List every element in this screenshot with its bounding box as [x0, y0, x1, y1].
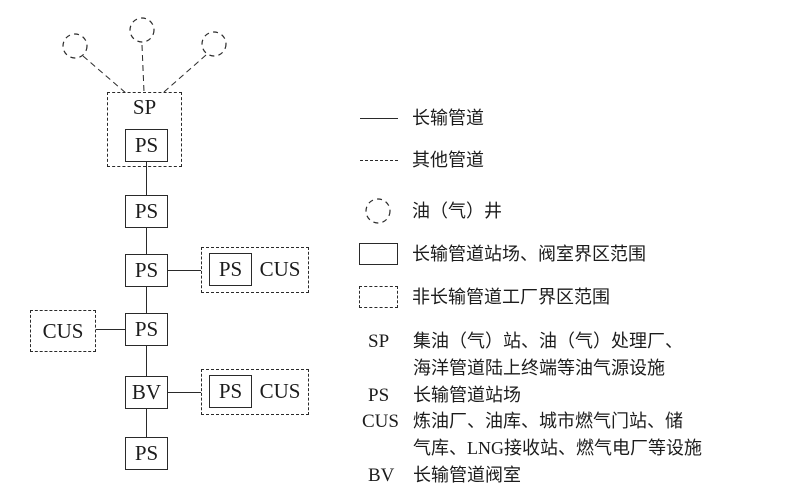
oil-gas-well-icon [62, 33, 88, 59]
legend-solid-rect-symbol [359, 243, 398, 265]
abbr-definition-ps: 长输管道站场 [413, 385, 521, 405]
node-ps-5: PS [125, 437, 168, 470]
abbr-definition-sp: 集油（气）站、油（气）处理厂、 海洋管道陆上终端等油气源设施 [413, 331, 683, 378]
abbr-definition-cus: 炼油厂、油库、城市燃气门站、储 气库、LNG接收站、燃气电厂等设施 [413, 411, 702, 458]
legend-solid-line-symbol [360, 118, 398, 119]
well-feed-line [163, 54, 207, 93]
node-bv-valve-room: BV [125, 376, 168, 409]
trunk-pipeline-segment [146, 287, 147, 313]
sp-group-label: SP [132, 95, 157, 119]
legend-label-trunk-pipeline: 长输管道 [412, 108, 484, 128]
node-ps-3: PS [125, 254, 168, 287]
abbr-definition-bv: 长输管道阀室 [413, 465, 521, 485]
abbr-term-ps: PS [368, 385, 390, 406]
cus-label-left: CUS [42, 318, 84, 343]
legend-label-other-pipeline: 其他管道 [412, 150, 484, 170]
trunk-pipeline-segment [146, 162, 147, 195]
oil-gas-well-icon [201, 31, 227, 57]
oil-gas-well-icon [365, 198, 391, 224]
node-ps-branch2: PS [209, 375, 252, 408]
cus-label-branch1: CUS [259, 257, 301, 281]
wells-cluster [62, 17, 227, 95]
branch-pipeline-segment [168, 270, 201, 271]
trunk-pipeline-segment [146, 346, 147, 376]
legend-label-station-boundary: 长输管道站场、阀室界区范围 [412, 244, 646, 264]
branch1-plant-boundary [201, 247, 309, 293]
branch-pipeline-segment [96, 329, 125, 330]
trunk-pipeline-segment [146, 228, 147, 254]
node-ps-branch1: PS [209, 253, 252, 286]
cus-label-branch2: CUS [259, 379, 301, 403]
well-feed-line [82, 55, 128, 95]
legend-well-symbol [365, 198, 391, 224]
oil-gas-well-icon [129, 17, 155, 43]
left-cus-plant-boundary [30, 310, 96, 352]
abbr-term-sp: SP [368, 331, 390, 352]
legend-label-plant-boundary: 非长输管道工厂界区范围 [412, 287, 610, 307]
node-ps-2: PS [125, 195, 168, 228]
node-ps-4: PS [125, 313, 168, 346]
legend-label-well: 油（气）井 [412, 201, 502, 221]
sp-facility-boundary [107, 92, 182, 167]
trunk-pipeline-segment [146, 409, 147, 437]
abbr-term-cus: CUS [362, 411, 399, 432]
node-ps-source-station: PS [125, 129, 168, 162]
well-feed-line [141, 44, 145, 93]
branch2-plant-boundary [201, 369, 309, 415]
legend-dashed-line-symbol [360, 160, 398, 161]
abbr-term-bv: BV [368, 465, 395, 486]
branch-pipeline-segment [168, 392, 201, 393]
legend-dashed-rect-symbol [359, 286, 398, 308]
